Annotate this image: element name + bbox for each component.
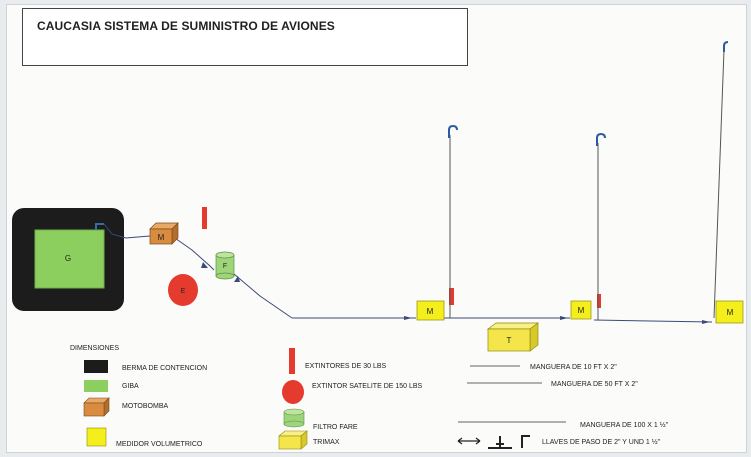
motobomba-label: M bbox=[158, 233, 165, 242]
hose-segment-3 bbox=[593, 319, 713, 323]
title-box: CAUCASIA SISTEMA DE SUMINISTRO DE AVIONE… bbox=[22, 8, 468, 66]
flow-arrow-icon bbox=[702, 320, 710, 324]
medidor-1-label: M bbox=[427, 307, 434, 316]
legend-manguera-10-label: MANGUERA DE 10 FT X 2" bbox=[530, 364, 617, 371]
legend-heading: DIMENSIONES bbox=[70, 345, 119, 352]
valve-tee-icon bbox=[488, 436, 512, 449]
legend-satelite-label: EXTINTOR SATELITE DE 150 LBS bbox=[312, 383, 423, 390]
mast-3 bbox=[713, 49, 725, 319]
legend-extintores-label: EXTINTORES DE 30 LBS bbox=[305, 363, 387, 370]
extintor-30-lbs bbox=[202, 207, 207, 229]
diagram-title: CAUCASIA SISTEMA DE SUMINISTRO DE AVIONE… bbox=[37, 19, 335, 33]
legend-llaves-label: LLAVES DE PASO DE 2" Y UND 1 ½" bbox=[542, 438, 661, 446]
extintor-30-lbs bbox=[449, 288, 454, 305]
filtro-fare-bottom bbox=[215, 272, 235, 280]
legend-filtro-bottom bbox=[283, 420, 305, 428]
giba-tank bbox=[34, 229, 105, 289]
extintor-satelite bbox=[168, 274, 198, 306]
trimax-label: T bbox=[507, 336, 512, 345]
medidor-volumetrico-1 bbox=[416, 300, 445, 321]
filtro-fare-top bbox=[215, 251, 235, 259]
legend-giba-label: GIBA bbox=[122, 383, 139, 390]
legend-berma-label: BERMA DE CONTENCION bbox=[122, 365, 207, 372]
legend-medidor-swatch bbox=[86, 427, 107, 447]
legend-extintores-swatch bbox=[289, 348, 295, 374]
legend-motobomba-swatch bbox=[83, 402, 105, 417]
giba-label: G bbox=[65, 254, 71, 263]
hose-filter-to-main bbox=[233, 273, 293, 319]
flow-arrow-icon bbox=[560, 316, 568, 320]
legend-manguera-100-label: MANGUERA DE 100 X 1 ½" bbox=[580, 421, 669, 429]
trimax-top bbox=[486, 322, 540, 330]
flow-arrow-icon bbox=[234, 276, 240, 282]
legend-trimax-label: TRIMAX bbox=[313, 439, 340, 446]
flow-arrow-icon bbox=[201, 262, 208, 268]
motobomba bbox=[149, 228, 173, 245]
satelite-label: E bbox=[181, 288, 186, 295]
nozzle-hook-icon bbox=[723, 41, 729, 52]
diagram-canvas bbox=[6, 4, 747, 453]
flow-arrow-icon bbox=[404, 316, 412, 320]
hose-berma-to-pump bbox=[103, 223, 151, 239]
hose-pump-to-filter bbox=[171, 235, 215, 271]
nozzle-hook-icon bbox=[596, 132, 606, 146]
legend-berma-swatch bbox=[84, 360, 108, 373]
legend-satelite-swatch bbox=[282, 380, 304, 404]
legend-filtro-top bbox=[283, 408, 305, 416]
nozzle-hook-icon bbox=[448, 124, 458, 138]
legend-manguera-50-label: MANGUERA DE 50 FT X 2" bbox=[551, 381, 638, 388]
legend-trimax-swatch bbox=[278, 435, 302, 450]
double-arrow-icon bbox=[457, 437, 481, 445]
legend-medidor-label: MEDIDOR VOLUMETRICO bbox=[116, 441, 203, 448]
berma-outlet-icon bbox=[95, 223, 104, 230]
trimax bbox=[487, 328, 531, 352]
extintor-30-lbs bbox=[597, 294, 601, 308]
legend-filtro-label: FILTRO FARE bbox=[313, 424, 358, 431]
legend-motobomba-label: MOTOBOMBA bbox=[122, 403, 168, 410]
medidor-3-label: M bbox=[727, 308, 734, 317]
legend-giba-swatch bbox=[84, 380, 108, 392]
medidor-2-label: M bbox=[578, 306, 585, 315]
medidor-volumetrico-2 bbox=[570, 300, 592, 320]
nozzle-hook-icon bbox=[521, 435, 530, 448]
filtro-label: F bbox=[223, 263, 227, 270]
medidor-volumetrico-3 bbox=[715, 300, 744, 324]
